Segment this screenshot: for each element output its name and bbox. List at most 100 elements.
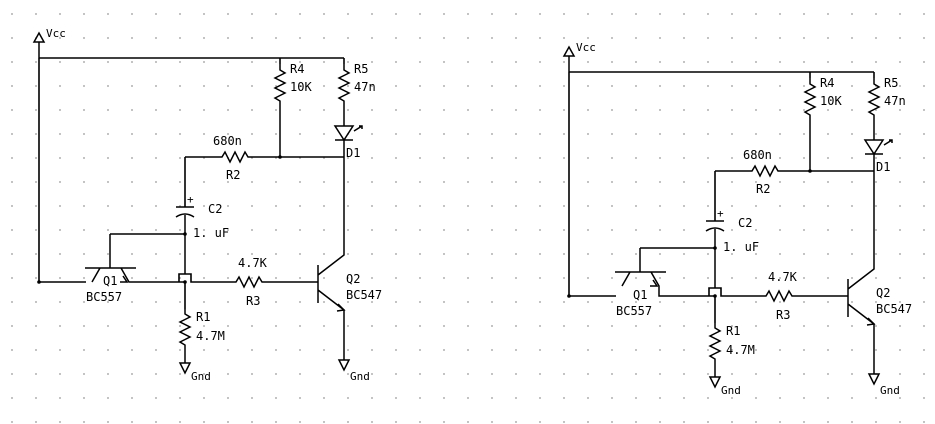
grid-dot: [35, 277, 37, 279]
grid-dot: [803, 277, 805, 279]
grid-dot: [443, 181, 445, 183]
grid-dot: [563, 325, 565, 327]
grid-dot: [155, 229, 157, 231]
grid-dot: [179, 157, 181, 159]
grid-dot: [731, 109, 733, 111]
grid-dot: [755, 181, 757, 183]
grid-dot: [419, 157, 421, 159]
grid-dot: [563, 301, 565, 303]
grid-dot: [587, 133, 589, 135]
grid-dot: [179, 133, 181, 135]
grid-dot: [899, 181, 901, 183]
grid-dot: [347, 13, 349, 15]
grid-dot: [539, 397, 541, 399]
grid-dot: [755, 37, 757, 39]
grid-dot: [179, 85, 181, 87]
grid-dot: [875, 325, 877, 327]
grid-dot: [371, 157, 373, 159]
grid-dot: [491, 133, 493, 135]
grid-dot: [251, 325, 253, 327]
grid-dot: [11, 205, 13, 207]
grid-dot: [899, 397, 901, 399]
grid-dot: [35, 181, 37, 183]
grid-dot: [707, 157, 709, 159]
grid-dot: [683, 61, 685, 63]
grid-dot: [107, 37, 109, 39]
grid-dot: [371, 85, 373, 87]
grid-dot: [347, 61, 349, 63]
grid-dot: [491, 85, 493, 87]
grid-dot: [635, 229, 637, 231]
grid-dot: [275, 397, 277, 399]
grid-dot: [467, 181, 469, 183]
grid-dot: [779, 61, 781, 63]
grid-dot: [83, 109, 85, 111]
grid-dot: [635, 253, 637, 255]
grid-dot: [371, 181, 373, 183]
grid-dot: [707, 85, 709, 87]
grid-dot: [659, 133, 661, 135]
grid-dot: [59, 205, 61, 207]
grid-dot: [851, 229, 853, 231]
grid-dot: [707, 181, 709, 183]
grid-dot: [131, 13, 133, 15]
grid-dot: [251, 373, 253, 375]
grid-dot: [251, 37, 253, 39]
grid-dot: [419, 349, 421, 351]
grid-dot: [467, 373, 469, 375]
grid-dot: [299, 349, 301, 351]
grid-dot: [419, 277, 421, 279]
dot-grid: [11, 13, 925, 423]
grid-dot: [899, 37, 901, 39]
resistor-r2: 680n R2: [743, 148, 780, 196]
grid-dot: [755, 253, 757, 255]
grid-dot: [83, 229, 85, 231]
grid-dot: [107, 109, 109, 111]
grid-dot: [59, 181, 61, 183]
grid-dot: [731, 397, 733, 399]
vcc-label: Vcc: [576, 41, 596, 54]
grid-dot: [803, 373, 805, 375]
grid-dot: [59, 61, 61, 63]
grid-dot: [59, 421, 61, 423]
grid-dot: [707, 205, 709, 207]
grid-dot: [515, 277, 517, 279]
grid-dot: [251, 253, 253, 255]
grid-dot: [827, 421, 829, 423]
grid-dot: [251, 229, 253, 231]
grid-dot: [227, 13, 229, 15]
grid-dot: [683, 85, 685, 87]
grid-dot: [203, 277, 205, 279]
q2-ref: Q2: [876, 286, 890, 300]
grid-dot: [467, 37, 469, 39]
grid-dot: [227, 277, 229, 279]
grid-dot: [467, 349, 469, 351]
transistor-q1: Q1 BC557: [85, 233, 185, 304]
grid-dot: [275, 253, 277, 255]
grid-dot: [899, 205, 901, 207]
grid-dot: [107, 373, 109, 375]
grid-dot: [155, 373, 157, 375]
grid-dot: [347, 229, 349, 231]
grid-dot: [395, 397, 397, 399]
grid-dot: [275, 37, 277, 39]
grid-dot: [851, 85, 853, 87]
grid-dot: [299, 325, 301, 327]
grid-dot: [899, 133, 901, 135]
grid-dot: [755, 229, 757, 231]
grid-dot: [131, 421, 133, 423]
grid-dot: [203, 397, 205, 399]
grid-dot: [443, 13, 445, 15]
grid-dot: [851, 181, 853, 183]
grid-dot: [155, 157, 157, 159]
grid-dot: [131, 61, 133, 63]
grid-dot: [443, 349, 445, 351]
grid-dot: [563, 61, 565, 63]
grid-dot: [611, 61, 613, 63]
grid-dot: [851, 13, 853, 15]
grid-dot: [875, 277, 877, 279]
grid-dot: [539, 373, 541, 375]
grid-dot: [275, 325, 277, 327]
grid-dot: [899, 325, 901, 327]
grid-dot: [155, 301, 157, 303]
